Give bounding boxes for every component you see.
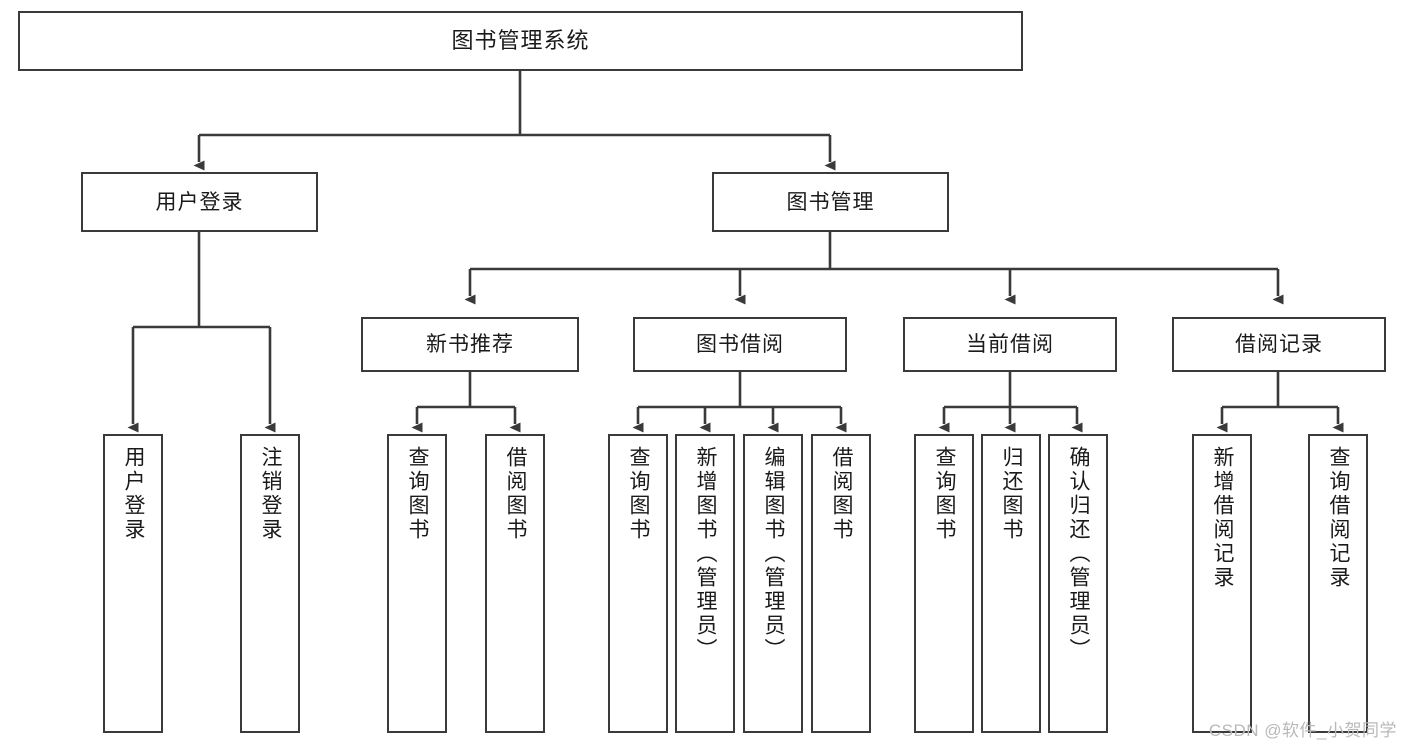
node-leaf-add-borrow-record-label: 新增借阅记录 — [1211, 446, 1235, 590]
node-leaf-user-login[interactable]: 用户登录 — [103, 434, 163, 733]
node-user-login-label: 用户登录 — [155, 190, 244, 214]
node-leaf-logout-login[interactable]: 注销登录 — [240, 434, 300, 733]
csdn-watermark: CSDN @软件_小贺同学 — [1208, 721, 1397, 740]
node-current-borrow-label: 当前借阅 — [966, 333, 1054, 356]
node-leaf-logout-login-label: 注销登录 — [259, 446, 283, 542]
node-current-borrow[interactable]: 当前借阅 — [903, 317, 1117, 372]
node-leaf-return-book[interactable]: 归还图书 — [981, 434, 1041, 733]
node-root-label: 图书管理系统 — [451, 28, 590, 53]
node-leaf-borrow-book-1[interactable]: 借阅图书 — [485, 434, 545, 733]
node-leaf-query-book-1[interactable]: 查询图书 — [387, 434, 447, 733]
node-leaf-query-book-1-label: 查询图书 — [406, 446, 430, 542]
node-leaf-borrow-book-1-label: 借阅图书 — [504, 446, 528, 542]
node-new-book-rec[interactable]: 新书推荐 — [361, 317, 579, 372]
node-leaf-query-book-2[interactable]: 查询图书 — [608, 434, 668, 733]
node-leaf-query-book-3-label: 查询图书 — [933, 446, 957, 542]
node-root[interactable]: 图书管理系统 — [18, 11, 1023, 71]
node-borrow-record[interactable]: 借阅记录 — [1172, 317, 1386, 372]
node-leaf-return-book-label: 归还图书 — [1000, 446, 1024, 542]
node-leaf-add-book-admin[interactable]: 新增图书（管理员） — [675, 434, 735, 733]
node-leaf-user-login-label: 用户登录 — [122, 446, 146, 542]
node-leaf-confirm-return-admin[interactable]: 确认归还（管理员） — [1048, 434, 1108, 733]
node-leaf-query-borrow-record-label: 查询借阅记录 — [1327, 446, 1351, 590]
node-borrow-record-label: 借阅记录 — [1235, 333, 1323, 356]
node-leaf-query-book-2-label: 查询图书 — [627, 446, 651, 542]
node-book-manage-label: 图书管理 — [786, 190, 875, 214]
node-leaf-edit-book-admin-label: 编辑图书（管理员） — [762, 446, 786, 662]
node-new-book-rec-label: 新书推荐 — [426, 333, 514, 356]
node-leaf-confirm-return-admin-label: 确认归还（管理员） — [1067, 446, 1091, 662]
node-book-borrow-label: 图书借阅 — [696, 333, 784, 356]
node-book-borrow[interactable]: 图书借阅 — [633, 317, 847, 372]
node-leaf-borrow-book-2-label: 借阅图书 — [830, 446, 854, 542]
node-user-login[interactable]: 用户登录 — [81, 172, 318, 232]
node-leaf-borrow-book-2[interactable]: 借阅图书 — [811, 434, 871, 733]
node-leaf-query-borrow-record[interactable]: 查询借阅记录 — [1308, 434, 1368, 733]
node-leaf-add-borrow-record[interactable]: 新增借阅记录 — [1192, 434, 1252, 733]
node-leaf-query-book-3[interactable]: 查询图书 — [914, 434, 974, 733]
node-leaf-edit-book-admin[interactable]: 编辑图书（管理员） — [743, 434, 803, 733]
node-leaf-add-book-admin-label: 新增图书（管理员） — [694, 446, 718, 662]
node-book-manage[interactable]: 图书管理 — [712, 172, 949, 232]
